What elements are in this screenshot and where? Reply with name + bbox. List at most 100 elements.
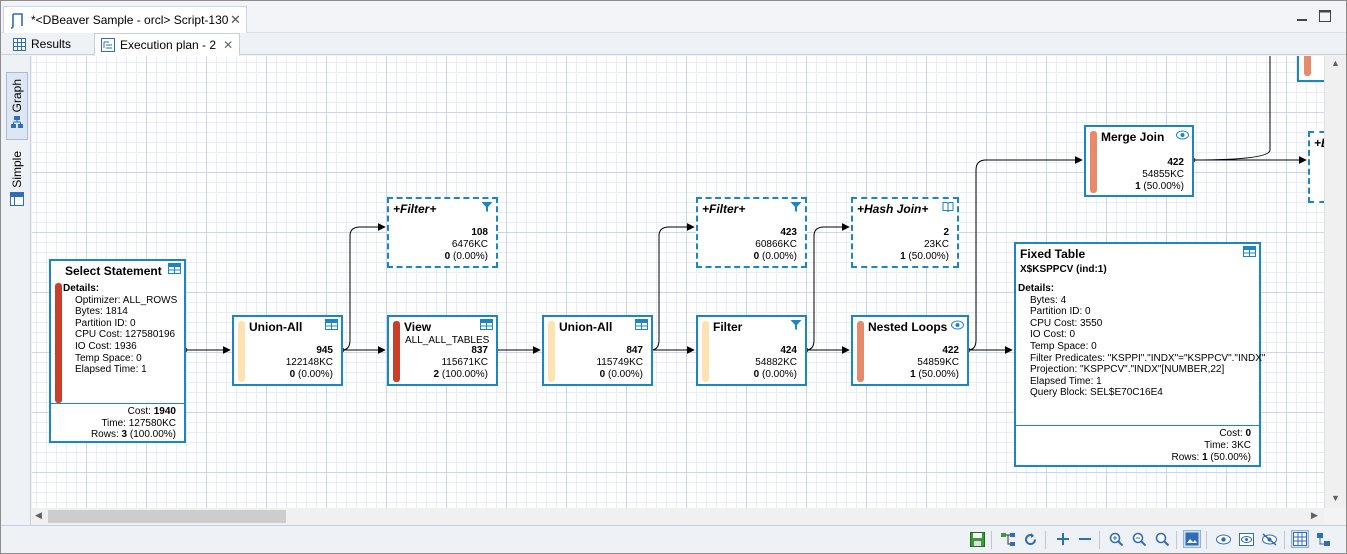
cost-value: 115749KC	[596, 357, 643, 368]
close-icon[interactable]: ✕	[230, 12, 241, 27]
cost-value: 0	[1245, 428, 1251, 439]
plan-icon	[101, 37, 115, 52]
rows-value: 945	[316, 345, 333, 356]
node-filter-collapsed[interactable]: +Filter+ 423 60866KC 0 (0.00%)	[696, 197, 807, 268]
divider	[51, 403, 184, 404]
detail-line: Filter Predicates: "KSPPI"."INDX"="KSPPC…	[1030, 352, 1266, 364]
table-icon	[10, 191, 24, 209]
cost-summary: Cost: 1940 Time: 127580KC Rows: 3 (100.0…	[90, 406, 176, 441]
scroll-thumb[interactable]	[48, 510, 286, 523]
minimize-icon[interactable]	[1294, 9, 1310, 23]
graph-icon	[10, 115, 24, 132]
scroll-left-icon[interactable]: ◀	[35, 510, 42, 520]
editor-tab-title: *<DBeaver Sample - orcl> Script-130	[31, 13, 229, 27]
node-title: +Filter+	[393, 202, 437, 216]
time-value: 127580KC	[128, 417, 176, 429]
scroll-down-icon[interactable]: ▼	[1331, 493, 1340, 503]
edge	[1192, 56, 1271, 161]
maximize-icon[interactable]	[1317, 9, 1333, 23]
refresh-icon[interactable]	[1021, 530, 1039, 548]
tab-graph[interactable]: Graph	[6, 72, 28, 140]
partition-value: 1	[1135, 181, 1141, 192]
horizontal-scrollbar[interactable]: ◀ ▶	[32, 508, 1324, 525]
node-union-all[interactable]: Union-All 945 122148KC 0 (0.00%)	[232, 315, 343, 386]
node-union-all[interactable]: Union-All 847 115749KC 0 (0.00%)	[542, 315, 653, 386]
rows-value: 422	[942, 345, 959, 356]
object-name: X$KSPPCV (ind:1)	[1020, 264, 1107, 275]
partition-value: 1	[910, 369, 916, 380]
cost-value: 54855KC	[1142, 169, 1184, 180]
rows-value: 1	[1202, 452, 1208, 464]
node-partial-collapsed[interactable]: +E	[1308, 131, 1324, 203]
detail-line: Temp Space: 0	[1030, 340, 1097, 352]
vertical-scrollbar[interactable]: ▲ ▼	[1324, 56, 1346, 508]
cost-bar	[393, 321, 400, 382]
rows-value: 3	[121, 429, 128, 441]
cost-value: 122148KC	[285, 357, 333, 368]
eye-frame-icon[interactable]	[1237, 530, 1255, 548]
eye-icon[interactable]	[1214, 530, 1232, 548]
cost-bar	[548, 321, 555, 382]
save-icon[interactable]	[968, 530, 986, 548]
partition-value: 2	[433, 369, 440, 380]
cost-value: 60866KC	[755, 239, 797, 250]
node-nested-loops[interactable]: Nested Loops 422 54859KC 1 (50.00%)	[851, 315, 969, 386]
detail-line: CPU Cost: 3550	[1030, 317, 1103, 329]
detail-line: IO Cost: 0	[1030, 329, 1076, 341]
detail-line: Partition ID: 0	[1030, 306, 1091, 318]
book-icon	[942, 201, 954, 215]
node-view[interactable]: View ALL_ALL_TABLES 837 115671KC 2 (100.…	[387, 315, 498, 386]
result-tabs: Results Execution plan - 2 ✕	[1, 33, 1346, 56]
node-fixed-table[interactable]: Fixed Table X$KSPPCV (ind:1) Details: By…	[1014, 242, 1265, 467]
eye-hidden-icon[interactable]	[1260, 530, 1278, 548]
cost-bar	[857, 321, 864, 382]
detail-line: Elapsed Time: 1	[75, 364, 147, 376]
node-title: Merge Join	[1101, 130, 1165, 144]
edge	[805, 223, 850, 351]
minus-icon[interactable]	[1076, 530, 1094, 548]
grid-icon[interactable]	[1291, 530, 1309, 548]
node-title: Union-All	[559, 320, 613, 334]
script-icon	[10, 13, 24, 32]
detail-line: Temp Space: 0	[75, 352, 142, 364]
plan-graph-canvas[interactable]: Select Statement Details: Optimizer: ALL…	[32, 56, 1324, 508]
partition-value: 0	[753, 251, 760, 262]
table-icon	[168, 263, 181, 277]
rows-value: 837	[471, 345, 488, 356]
node-title: Fixed Table	[1020, 247, 1086, 261]
detail-line: Optimizer: ALL_ROWS	[75, 294, 178, 306]
tab-simple[interactable]: Simple	[6, 151, 28, 211]
edge-layer	[182, 56, 1307, 354]
layout-icon[interactable]	[999, 530, 1017, 548]
node-partial-top[interactable]	[1297, 56, 1324, 82]
router-icon[interactable]	[1314, 530, 1332, 548]
close-icon[interactable]: ✕	[223, 37, 234, 52]
tab-execution-plan[interactable]: Execution plan - 2 ✕	[94, 33, 241, 56]
rows-value: 422	[1167, 157, 1184, 168]
node-title: Nested Loops	[868, 320, 948, 334]
zoom-in-icon[interactable]	[1107, 530, 1125, 548]
editor-tab[interactable]: *<DBeaver Sample - orcl> Script-130 ✕	[3, 6, 247, 33]
node-filter[interactable]: Filter 424 54882KC 0 (0.00%)	[696, 315, 807, 386]
detail-line: Elapsed Time: 1	[1030, 375, 1102, 387]
edge	[341, 223, 386, 351]
plus-icon[interactable]	[1054, 530, 1072, 548]
scroll-right-icon[interactable]: ▶	[1311, 510, 1318, 520]
node-select-statement[interactable]: Select Statement Details: Optimizer: ALL…	[49, 259, 186, 443]
rows-value: 847	[626, 345, 643, 356]
rows-value: 424	[780, 345, 797, 356]
grid-icon	[13, 37, 26, 51]
node-hash-join-collapsed[interactable]: +Hash Join+ 2 23KC 1 (50.00%)	[851, 197, 959, 268]
node-merge-join[interactable]: Merge Join 422 54855KC 1 (50.00%)	[1084, 125, 1194, 197]
partition-value: 0	[444, 251, 451, 262]
partition-value: 1	[900, 251, 906, 262]
node-filter-collapsed[interactable]: +Filter+ 108 6476KC 0 (0.00%)	[387, 197, 498, 268]
image-view-icon[interactable]	[1183, 530, 1201, 548]
detail-line: IO Cost: 1936	[75, 340, 137, 352]
detail-line: Bytes: 1814	[75, 306, 128, 318]
zoom-fit-icon[interactable]	[1153, 530, 1171, 548]
tab-results[interactable]: Results	[7, 33, 77, 55]
scroll-up-icon[interactable]: ▲	[1331, 58, 1340, 68]
cost-value: 54882KC	[755, 357, 797, 368]
zoom-out-icon[interactable]	[1130, 530, 1148, 548]
